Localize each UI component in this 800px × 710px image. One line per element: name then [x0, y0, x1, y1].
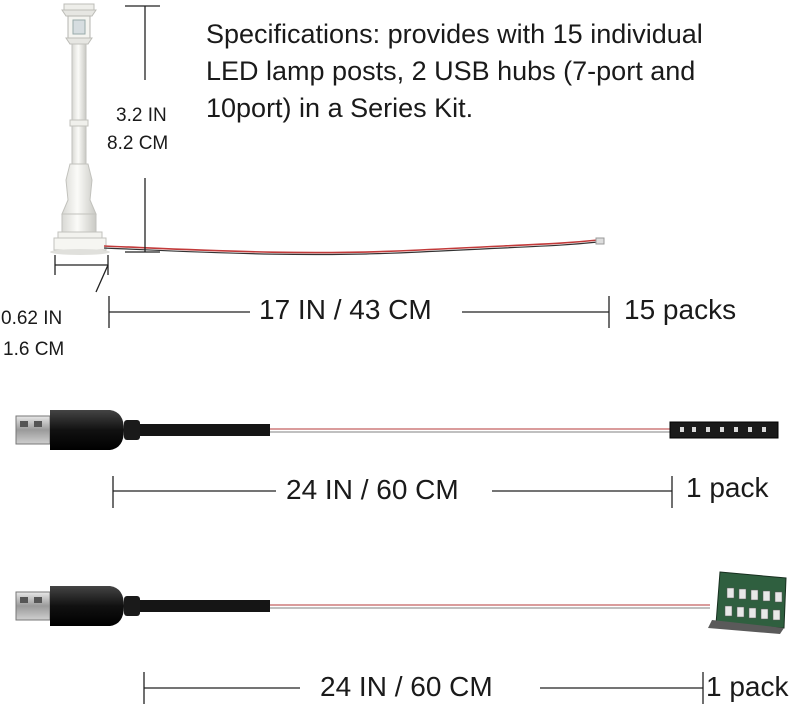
usb-7-port-length-label: 24 IN / 60 CM [282, 474, 463, 506]
base-dimension-line [54, 255, 109, 293]
lamp-height-in-label: 3.2 IN [116, 105, 167, 126]
lamp-wire-dimension-line [108, 296, 610, 328]
lamp-base-cm-label: 1.6 CM [3, 339, 65, 360]
specifications-line-1: Specifications: provides with 15 individ… [206, 19, 703, 49]
usb-7-port-quantity-label: 1 pack [686, 472, 769, 503]
lamp-quantity-label: 15 packs [624, 294, 737, 325]
specifications-text: Specifications: provides with 15 individ… [206, 16, 796, 127]
height-dimension-line [125, 5, 160, 253]
usb-10-port-length-label: 24 IN / 60 CM [316, 671, 497, 703]
lamp-base-in-label: 0.62 IN [1, 308, 63, 329]
specifications-line-3: 10port) in a Series Kit. [206, 93, 474, 123]
lamp-wire-length-label: 17 IN / 43 CM [255, 294, 436, 326]
lamp-post-image [50, 3, 110, 255]
specifications-line-2: LED lamp posts, 2 USB hubs (7-port and [206, 56, 696, 86]
usb-hub-10-port-dimension-line [143, 672, 704, 704]
lamp-height-cm-label: 8.2 CM [107, 133, 169, 154]
usb-hub-7-port-dimension-line [112, 476, 673, 508]
usb-hub-7-port-image [15, 410, 779, 450]
usb-hub-10-port-image [15, 571, 787, 634]
lamp-wire [103, 237, 605, 256]
usb-10-port-quantity-label: 1 pack [706, 671, 789, 702]
